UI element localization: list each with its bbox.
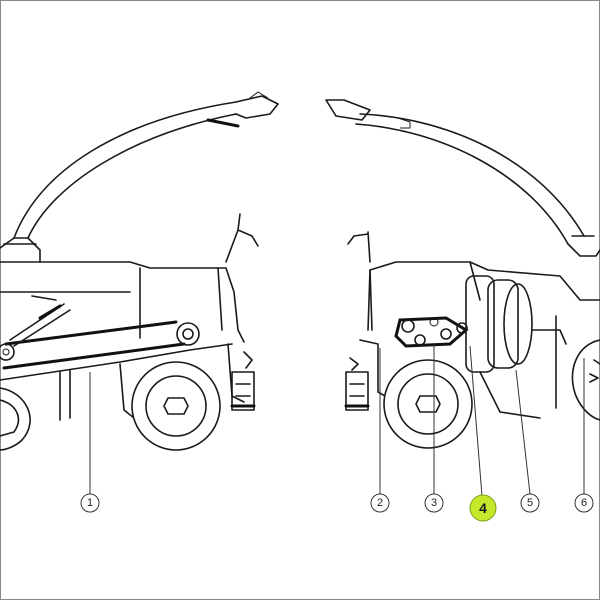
- right-step-ladder: [345, 371, 369, 411]
- callout-6: 6: [574, 358, 594, 513]
- left-drive-pulley: [176, 322, 200, 346]
- callout-5: 5: [515, 369, 540, 513]
- callout-1-label: 1: [87, 497, 93, 509]
- left-discharge-spout: [13, 101, 237, 239]
- left-wheel: [131, 361, 221, 451]
- right-harvester-view: [325, 99, 600, 449]
- left-harvester-view: [0, 91, 279, 451]
- callout-2-badge: [370, 493, 390, 513]
- callout-2-label: 2: [377, 497, 383, 509]
- callout-3-label: 3: [431, 497, 437, 509]
- right-belt-drive: [394, 316, 469, 348]
- right-cooler-housing: [465, 275, 495, 373]
- left-main-drive-belt: [2, 320, 186, 370]
- callout-6-badge: [574, 493, 594, 513]
- left-front-wheel-arc: [0, 387, 31, 451]
- left-spout-deflector: [235, 95, 279, 119]
- right-mirror: [347, 231, 371, 263]
- callout-1-badge: [80, 493, 100, 513]
- left-mirror: [225, 213, 259, 263]
- callout-6-label: 6: [581, 497, 587, 509]
- right-wheel: [383, 359, 473, 449]
- callout-3-badge: [424, 493, 444, 513]
- callout-4: 4: [469, 345, 497, 522]
- callout-5-badge: [520, 493, 540, 513]
- right-cab-roof: [367, 261, 600, 331]
- callout-3: 3: [424, 344, 444, 513]
- left-cab-roof: [0, 261, 245, 343]
- callout-1: 1: [80, 372, 100, 513]
- right-spout-deflector: [325, 99, 371, 121]
- right-discharge-spout: [355, 113, 585, 245]
- left-step-ladder: [231, 371, 255, 411]
- callout-5-label: 5: [527, 497, 533, 509]
- callout-2: 2: [370, 348, 390, 513]
- left-spout-cylinder: [206, 118, 240, 128]
- callout-4-label: 4: [479, 500, 487, 516]
- callout-4-badge-highlighted: [469, 494, 497, 522]
- right-rear-wheel-arc: [571, 339, 600, 421]
